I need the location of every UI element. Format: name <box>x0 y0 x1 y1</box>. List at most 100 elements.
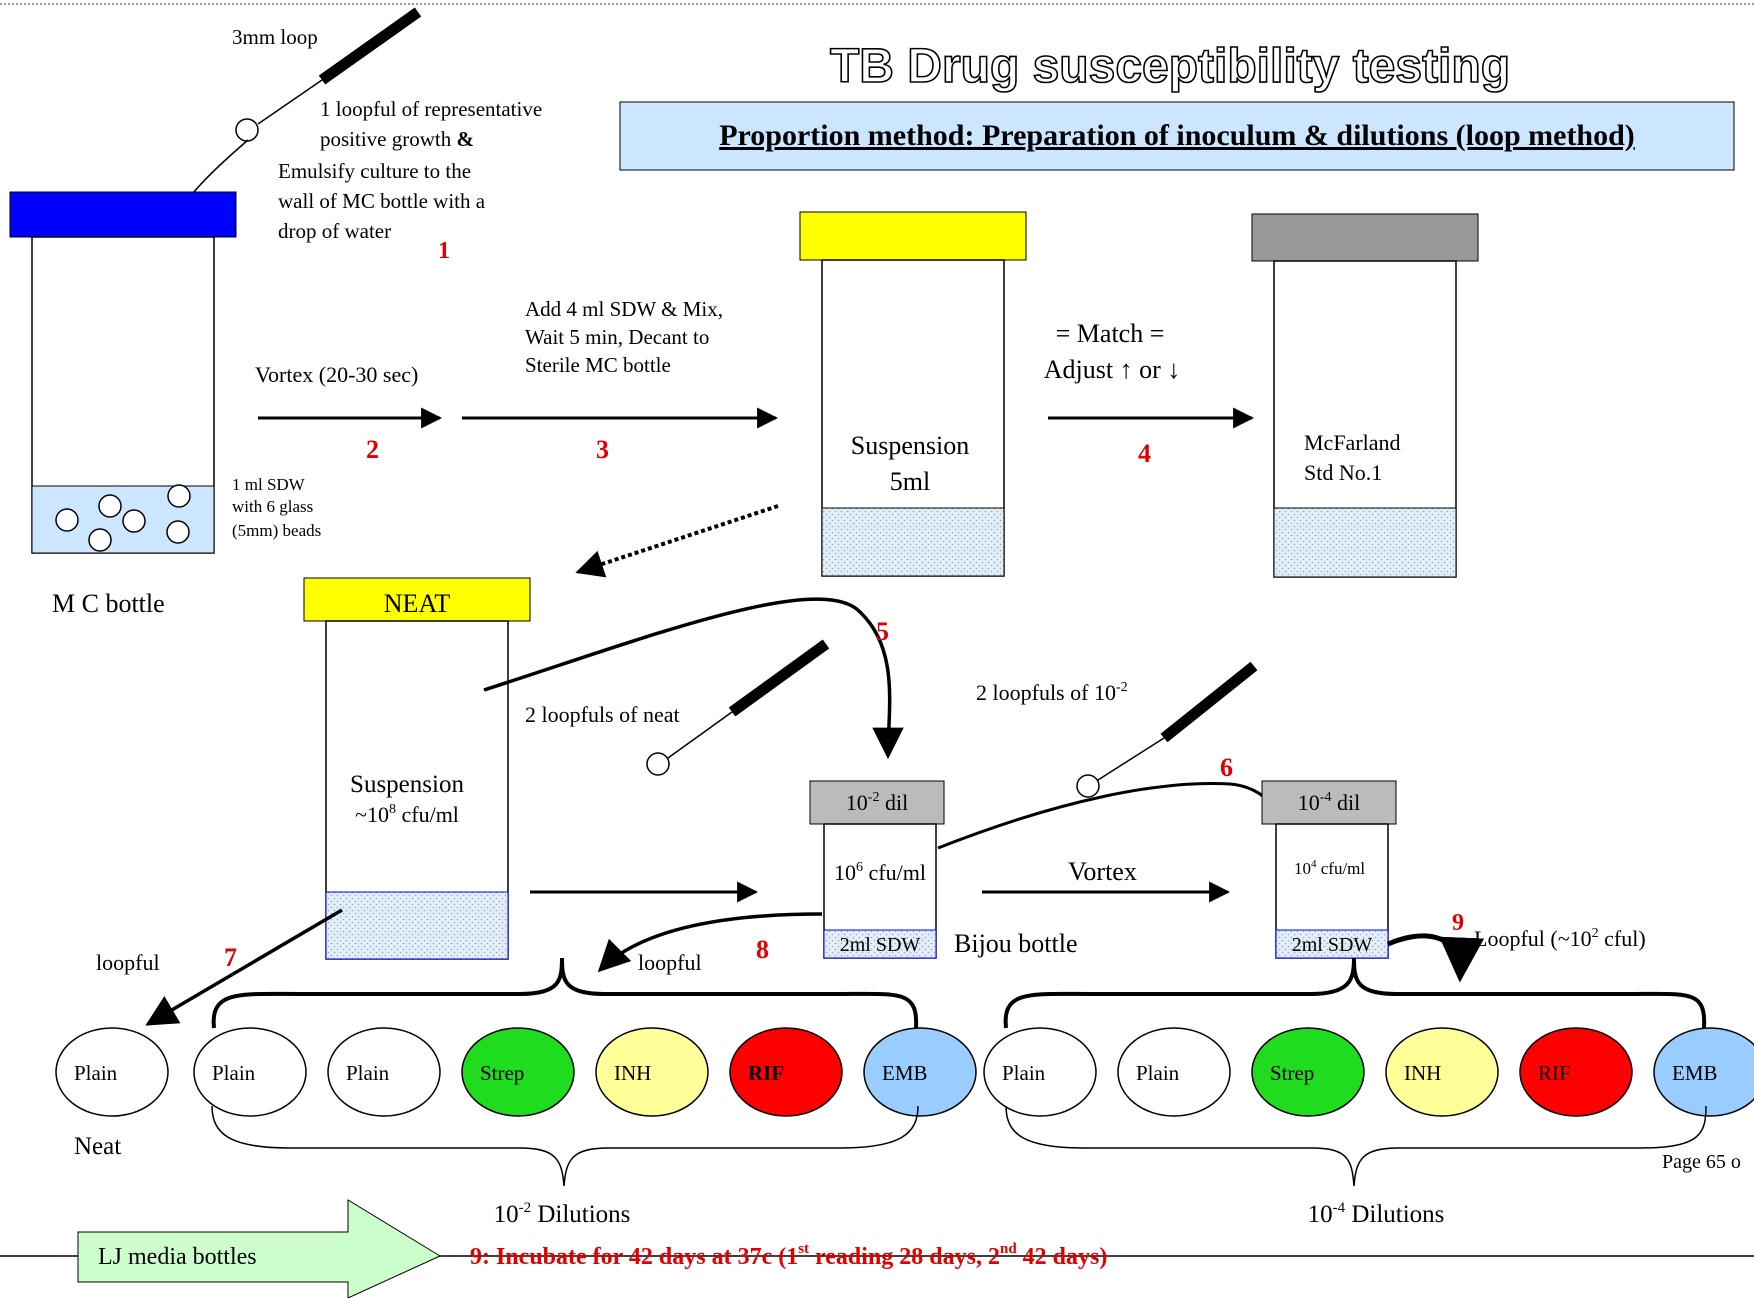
neat-bottle-cap <box>303 577 531 622</box>
loop-dil2-wire <box>1097 737 1165 781</box>
step3-line2: Wait 5 min, Decant to <box>525 325 709 349</box>
loop-instruction-4: wall of MC bottle with a <box>278 189 486 213</box>
mcfarland-bottle-cap <box>1251 213 1479 262</box>
bijou1-sdw: 2ml SDW <box>840 934 921 956</box>
step-number-9: 9 <box>1452 910 1464 936</box>
mc-note-3: (5mm) beads <box>232 521 321 540</box>
mc-note-2: with 6 glass <box>232 497 313 516</box>
mc-note-1: 1 ml SDW <box>232 475 306 494</box>
dilution-2-plate-label: EMB <box>882 1061 928 1085</box>
neat-plate-caption: Neat <box>74 1133 121 1160</box>
suspension-bottle-liquid <box>821 507 1005 577</box>
loopful-9-label: Loopful (~102 cful) <box>1474 926 1646 951</box>
loop-neat-label: 2 loopfuls of neat <box>525 702 680 727</box>
dilution-4-plate-strep <box>1251 1027 1365 1117</box>
mc-bottle-label: M C bottle <box>52 589 165 618</box>
mcfarland-line2: Std No.1 <box>1304 460 1382 485</box>
loop-wire <box>257 79 323 125</box>
neat-bottle-line1: Suspension <box>350 771 464 798</box>
step4-line2: Adjust ↑ or ↓ <box>1044 355 1181 384</box>
step-number-5: 5 <box>876 617 889 646</box>
dilution-2-plate-label: Plain <box>346 1061 390 1085</box>
bijou1-liquid <box>823 929 937 959</box>
step-number-7: 7 <box>224 943 237 972</box>
dilution-4-plate-plain <box>983 1027 1097 1117</box>
loop-dil2-label: 2 loopfuls of 10-2 <box>976 680 1128 705</box>
loop-label: 3mm loop <box>232 25 318 49</box>
step9-arrow <box>1386 933 1485 983</box>
step-number-8: 8 <box>756 935 769 964</box>
loopful-8-label: loopful <box>638 950 702 975</box>
bijou-bottle-label: Bijou bottle <box>954 929 1078 958</box>
step-number-4: 4 <box>1138 439 1151 468</box>
neat-bottle-cap-label: NEAT <box>384 589 451 618</box>
step3-line1: Add 4 ml SDW & Mix, <box>525 297 723 321</box>
dilution-4-plate-label: RIF <box>1538 1061 1571 1085</box>
lj-media-arrow <box>77 1199 442 1298</box>
bijou1-cap-label: 10-2 dil <box>846 790 908 815</box>
dilution-2-plate-inh <box>595 1027 709 1117</box>
bijou1-cap <box>809 780 945 825</box>
neat-bottle-line2: ~108 cfu/ml <box>355 802 459 827</box>
dilution-4-caption: 10-4 Dilutions <box>1308 1200 1445 1228</box>
step8-arrow <box>597 912 823 973</box>
dilution-2-plate-plain <box>193 1027 307 1117</box>
neat-bottle-liquid <box>325 891 509 960</box>
loopful-7-label: loopful <box>96 950 160 975</box>
mcfarland-bottle-liquid <box>1273 507 1457 578</box>
bijou2-liquid <box>1275 929 1389 959</box>
step-number-6: 6 <box>1220 753 1233 782</box>
dilution-4-plate-plain <box>1117 1027 1231 1117</box>
dilution-4-plate-label: EMB <box>1672 1061 1718 1085</box>
dilution-2-plate-rif <box>729 1027 843 1117</box>
dilution-4-plate-label: Plain <box>1136 1061 1180 1085</box>
loop-instruction-2: positive growth & <box>320 127 474 151</box>
page-number: Page 65 o <box>1662 1151 1741 1173</box>
loop-instruction-5: drop of water <box>278 219 391 243</box>
dilution-4-plate-emb <box>1653 1027 1754 1117</box>
loop-neat-ring <box>646 752 670 776</box>
glass-beads <box>55 484 191 552</box>
vortex-label: Vortex <box>1068 857 1137 886</box>
loop-instruction-1: 1 loopful of representative <box>320 97 542 121</box>
loop-handle <box>318 7 422 85</box>
neat-plate <box>55 1027 169 1117</box>
brace-bottom-group1 <box>211 1105 919 1187</box>
dotted-transfer-arrow <box>575 504 779 578</box>
dilution-2-plate-label: RIF <box>748 1061 784 1085</box>
dilution-4-plate-rif <box>1519 1027 1633 1117</box>
bijou2-cap-label: 10-4 dil <box>1298 790 1360 815</box>
dilution-4-plate-label: Plain <box>1002 1061 1046 1085</box>
loop-dil2-handle <box>1160 661 1258 743</box>
step-number-1: 1 <box>438 238 450 264</box>
bijou2-cap <box>1261 780 1397 825</box>
step2-text: Vortex (20-30 sec) <box>255 362 418 387</box>
loop-ring <box>235 118 259 142</box>
bijou1-concentration: 106 cfu/ml <box>834 860 926 885</box>
loop-neat-wire <box>667 711 733 759</box>
suspension-bottle-cap <box>799 211 1027 261</box>
dilution-2-plate-strep <box>461 1027 575 1117</box>
dilution-4-plate-inh <box>1385 1027 1499 1117</box>
brace-top-group2 <box>1003 957 1707 1029</box>
glass-bead <box>166 520 190 544</box>
glass-bead <box>167 484 191 508</box>
incubate-note: 9: Incubate for 42 days at 37c (1st read… <box>470 1241 1107 1270</box>
dilution-2-plate-plain <box>327 1027 441 1117</box>
dilution-2-plate-emb <box>863 1027 977 1117</box>
dilution-2-plate-label: INH <box>614 1061 651 1085</box>
loop-dil2-ring <box>1076 774 1100 798</box>
glass-bead <box>55 508 79 532</box>
loop-neat-handle <box>728 639 830 717</box>
suspension-bottle-line2: 5ml <box>890 467 930 496</box>
brace-top-group1 <box>211 957 919 1029</box>
suspension-bottle-line1: Suspension <box>851 431 969 460</box>
subtitle-box <box>619 101 1735 171</box>
step-number-2: 2 <box>366 435 379 464</box>
page-title: TB Drug susceptibility testing <box>830 40 1510 93</box>
dilution-2-plate-label: Plain <box>212 1061 256 1085</box>
step4-line1: = Match = <box>1056 319 1165 348</box>
